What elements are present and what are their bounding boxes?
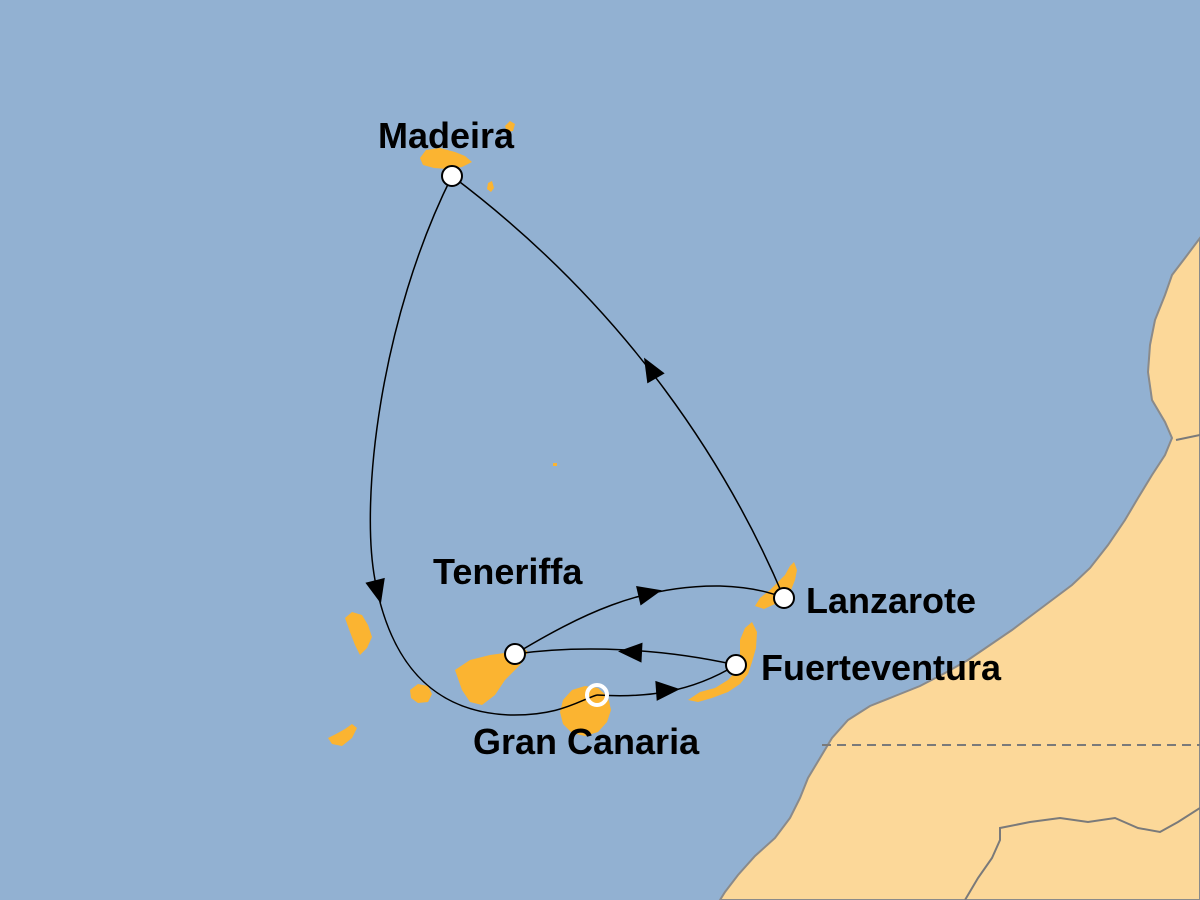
port-marker-teneriffa[interactable] [504,643,526,665]
route-arrow-northbound [644,357,665,384]
island-porto-santo [505,121,515,132]
route-arrow-to-lanzarote [636,585,662,606]
port-label-fuerteventura: Fuerteventura [761,647,1002,688]
port-label-gran-canaria: Gran Canaria [473,721,700,762]
border-southern [964,807,1200,900]
island-la-gomera [410,684,432,703]
border-northern [1175,434,1200,441]
island-la-palma [345,612,372,655]
port-label-teneriffa: Teneriffa [433,551,583,592]
mainland-africa [718,236,1200,900]
port-label-lanzarote: Lanzarote [806,580,976,621]
route-arrow-to-fuerteventura [655,680,680,701]
island-el-hierro [328,724,357,746]
island-madeira [420,148,472,169]
route-fuerteventura-to-teneriffa [514,648,737,666]
route-madeira-to-gran-canaria [369,175,598,716]
route-teneriffa-to-lanzarote [514,585,785,655]
islet-salvagens [553,463,557,466]
island-gran-canaria [560,686,611,736]
port-label-madeira: Madeira [378,115,515,156]
home-port-marker-gran-canaria[interactable] [585,683,609,707]
island-desertas [487,181,494,192]
route-arrow-southbound [365,577,385,604]
port-marker-fuerteventura[interactable] [725,654,747,676]
route-lanzarote-to-madeira [451,175,785,599]
port-marker-madeira[interactable] [441,165,463,187]
port-marker-lanzarote[interactable] [773,587,795,609]
island-fuerteventura [688,622,757,702]
island-lanzarote [755,562,797,609]
route-arrow-to-teneriffa [618,642,643,663]
